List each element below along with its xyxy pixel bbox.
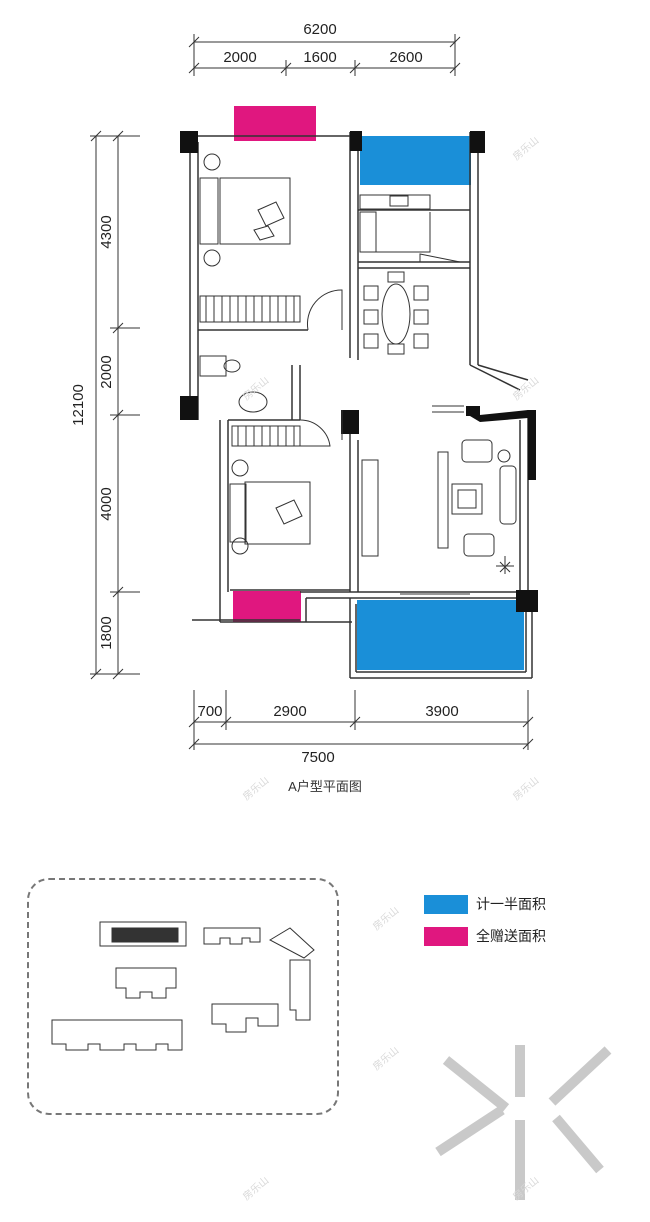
legend-half-area-label: 计一半面积 bbox=[476, 896, 546, 912]
top-gift-balcony bbox=[234, 106, 316, 141]
bedroom-1-furniture bbox=[199, 153, 301, 323]
kitchen-balcony-half-area bbox=[360, 136, 471, 185]
bottom-dim-1: 700 bbox=[197, 703, 222, 720]
left-dim-2: 2000 bbox=[98, 355, 115, 388]
living-balcony-half-area bbox=[357, 600, 524, 670]
left-dimension bbox=[90, 130, 140, 680]
dining-table bbox=[363, 271, 429, 355]
doors bbox=[299, 253, 470, 599]
plan-caption: A户型平面图 bbox=[288, 779, 362, 794]
site-key-map bbox=[27, 878, 339, 1115]
top-dim-3: 2600 bbox=[389, 49, 422, 66]
bottom-dim-2: 2900 bbox=[273, 703, 306, 720]
left-dim-4: 1800 bbox=[98, 616, 115, 649]
bottom-dimension bbox=[188, 690, 534, 750]
left-dim-1: 4300 bbox=[98, 215, 115, 248]
keymap-buildings bbox=[51, 921, 315, 1051]
top-dimension bbox=[188, 34, 461, 76]
legend-gift-area-label: 全赠送面积 bbox=[476, 928, 546, 944]
walls bbox=[189, 132, 533, 679]
legend-half-area: 计一半面积 bbox=[424, 894, 546, 914]
snowflake-logo-icon bbox=[435, 1045, 612, 1200]
top-total-dim: 6200 bbox=[303, 21, 336, 38]
left-total-dim: 12100 bbox=[70, 384, 87, 426]
bottom-gift-balcony bbox=[233, 591, 301, 622]
legend-half-area-swatch bbox=[424, 894, 468, 914]
wall-columns bbox=[180, 131, 538, 612]
legend-gift-area-swatch bbox=[424, 926, 468, 946]
bedroom-2-furniture bbox=[229, 425, 311, 555]
bottom-dim-3: 3900 bbox=[425, 703, 458, 720]
top-dim-1: 2000 bbox=[223, 49, 256, 66]
top-dim-2: 1600 bbox=[303, 49, 336, 66]
bathroom-fixtures bbox=[199, 355, 268, 413]
left-dim-3: 4000 bbox=[98, 487, 115, 520]
living-room-furniture bbox=[361, 439, 517, 574]
legend-gift-area: 全赠送面积 bbox=[424, 926, 546, 946]
kitchen-fixtures bbox=[359, 194, 431, 253]
bottom-total-dim: 7500 bbox=[301, 749, 334, 766]
